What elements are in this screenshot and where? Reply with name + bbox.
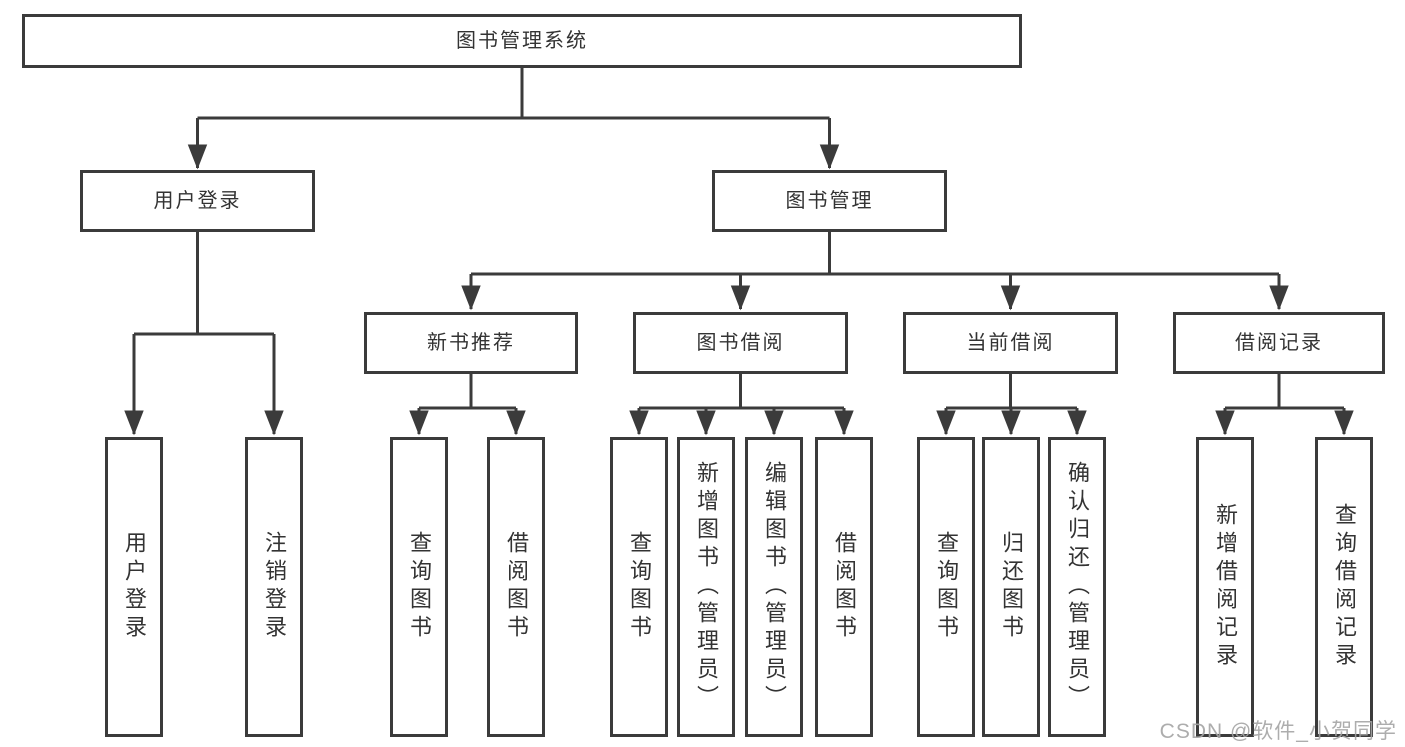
node-leaf-add-book: 新增图书（管理员） — [677, 437, 735, 737]
csdn-watermark: CSDN @软件_小贺同学 — [1159, 720, 1397, 743]
node-user-login: 用户登录 — [80, 170, 315, 232]
node-leaf-query-book-2: 查询图书 — [610, 437, 668, 737]
node-leaf-query-borrow-record: 查询借阅记录 — [1315, 437, 1373, 737]
node-leaf-borrow-book-1: 借阅图书 — [487, 437, 545, 737]
node-current-borrow: 当前借阅 — [903, 312, 1118, 374]
node-leaf-logout: 注销登录 — [245, 437, 303, 737]
node-leaf-borrow-book-2: 借阅图书 — [815, 437, 873, 737]
node-book-mgmt: 图书管理 — [712, 170, 947, 232]
node-leaf-add-borrow-record: 新增借阅记录 — [1196, 437, 1254, 737]
node-leaf-query-book-3: 查询图书 — [917, 437, 975, 737]
node-leaf-confirm-return: 确认归还（管理员） — [1048, 437, 1106, 737]
node-new-book-rec: 新书推荐 — [364, 312, 578, 374]
node-leaf-query-book-1: 查询图书 — [390, 437, 448, 737]
node-leaf-return-book: 归还图书 — [982, 437, 1040, 737]
node-book-borrow: 图书借阅 — [633, 312, 848, 374]
node-root: 图书管理系统 — [22, 14, 1022, 68]
node-borrow-records: 借阅记录 — [1173, 312, 1385, 374]
node-leaf-user-login: 用户登录 — [105, 437, 163, 737]
node-leaf-edit-book: 编辑图书（管理员） — [745, 437, 803, 737]
